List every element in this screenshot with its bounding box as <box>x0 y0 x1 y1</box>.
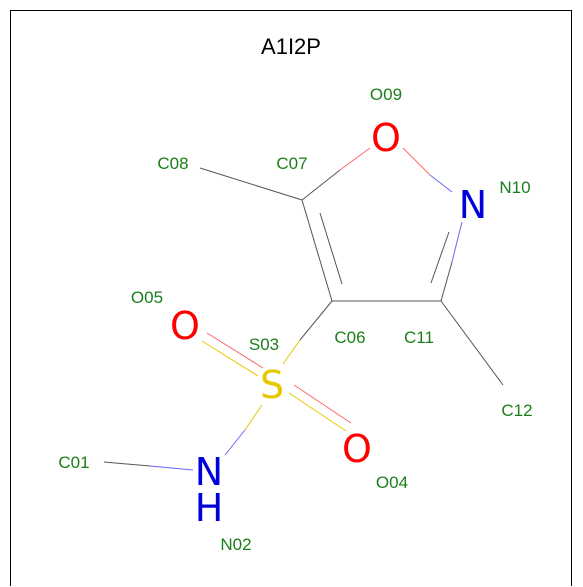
element-symbols: O N O S O N H <box>170 116 487 530</box>
hydrogen-h02-symbol: H <box>195 486 224 530</box>
bond-n02-c01-b <box>103 461 151 467</box>
atom-label-n10: N10 <box>499 178 530 197</box>
atom-labels: O09 C08 C07 N10 O05 S03 C06 C11 C12 C01 … <box>58 85 532 554</box>
atom-label-c06: C06 <box>334 328 365 347</box>
bond-c06-c07-inner <box>319 212 343 285</box>
bonds <box>103 147 504 471</box>
diagram-title: A1I2P <box>261 34 321 59</box>
bond-s03-o05-b <box>206 332 264 369</box>
bond-c08-c07 <box>199 167 303 201</box>
atom-label-s03: S03 <box>249 335 279 354</box>
oxygen-o05-symbol: O <box>170 304 200 348</box>
bond-s03-o05-a <box>201 340 259 377</box>
bond-s03-o04-b <box>293 384 352 424</box>
bond-s03-o04-a <box>288 392 347 432</box>
nitrogen-n02-symbol: N <box>195 450 223 494</box>
bond-o09-n10-b <box>429 174 453 193</box>
sulfur-s03-symbol: S <box>260 363 284 407</box>
atom-label-c01: C01 <box>58 453 89 472</box>
atom-label-o04: O04 <box>376 473 408 492</box>
bond-n10-c11-a <box>451 221 463 263</box>
bond-c06-s03-a <box>299 300 333 341</box>
nitrogen-n10-symbol: N <box>459 183 487 227</box>
atom-label-c11: C11 <box>404 328 434 347</box>
diagram-frame <box>10 10 572 586</box>
bond-o09-n10-a <box>402 147 431 176</box>
bond-c06-c07 <box>301 199 333 302</box>
atom-label-c07: C07 <box>276 154 307 173</box>
bond-c07-o09-b <box>339 147 371 171</box>
atom-label-n02: N02 <box>220 535 251 554</box>
atom-label-c12: C12 <box>501 401 532 420</box>
bond-c06-s03-b <box>282 339 301 365</box>
oxygen-o04-symbol: O <box>342 427 372 471</box>
bond-c07-o09-a <box>301 169 341 201</box>
oxygen-o09-symbol: O <box>371 116 401 160</box>
atom-label-c08: C08 <box>157 154 188 173</box>
bond-n10-c11-inner <box>430 231 450 284</box>
bond-c11-c12 <box>440 300 504 386</box>
bond-s03-n02-b <box>224 429 246 456</box>
atom-label-o09: O09 <box>370 85 402 104</box>
atom-label-o05: O05 <box>131 288 163 307</box>
bond-n02-c01-a <box>149 465 194 471</box>
bond-s03-n02-a <box>244 404 263 431</box>
bond-n10-c11-b <box>440 261 453 302</box>
